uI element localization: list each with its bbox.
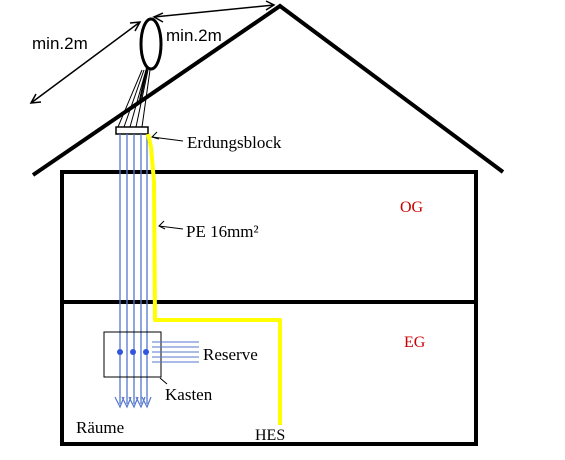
- distance-arrow-top: [152, 0, 276, 23]
- label-rooms: Räume: [76, 418, 124, 437]
- label-reserve: Reserve: [203, 345, 258, 364]
- label-pe-cable: PE 16mm²: [186, 222, 259, 241]
- antenna-mast: [139, 67, 148, 101]
- antenna-dish: [139, 17, 163, 71]
- distribution-box: [103, 331, 162, 378]
- label-hes: HES: [255, 427, 285, 444]
- label-grounding-block: Erdungsblock: [187, 133, 282, 152]
- label-floor-lower: EG: [404, 334, 426, 351]
- distance-arrow-left: [29, 21, 142, 104]
- junction-dots: [117, 349, 149, 355]
- upper-floor-outline: [60, 170, 478, 304]
- cable-bundle: [119, 134, 148, 404]
- label-distance-top: min.2m: [166, 26, 222, 45]
- label-distance-left: min.2m: [32, 34, 88, 53]
- lower-floor-outline: [60, 300, 478, 446]
- reserve-lines: [152, 341, 199, 363]
- label-box: Kasten: [165, 385, 213, 404]
- label-floor-upper: OG: [400, 199, 424, 216]
- roof-outline: [31, 3, 505, 177]
- grounding-block: [115, 126, 149, 135]
- label-pointers: [151, 131, 184, 385]
- antenna-wires: [117, 69, 151, 128]
- pe-cable: [146, 133, 282, 425]
- cable-arrowheads: [114, 396, 152, 409]
